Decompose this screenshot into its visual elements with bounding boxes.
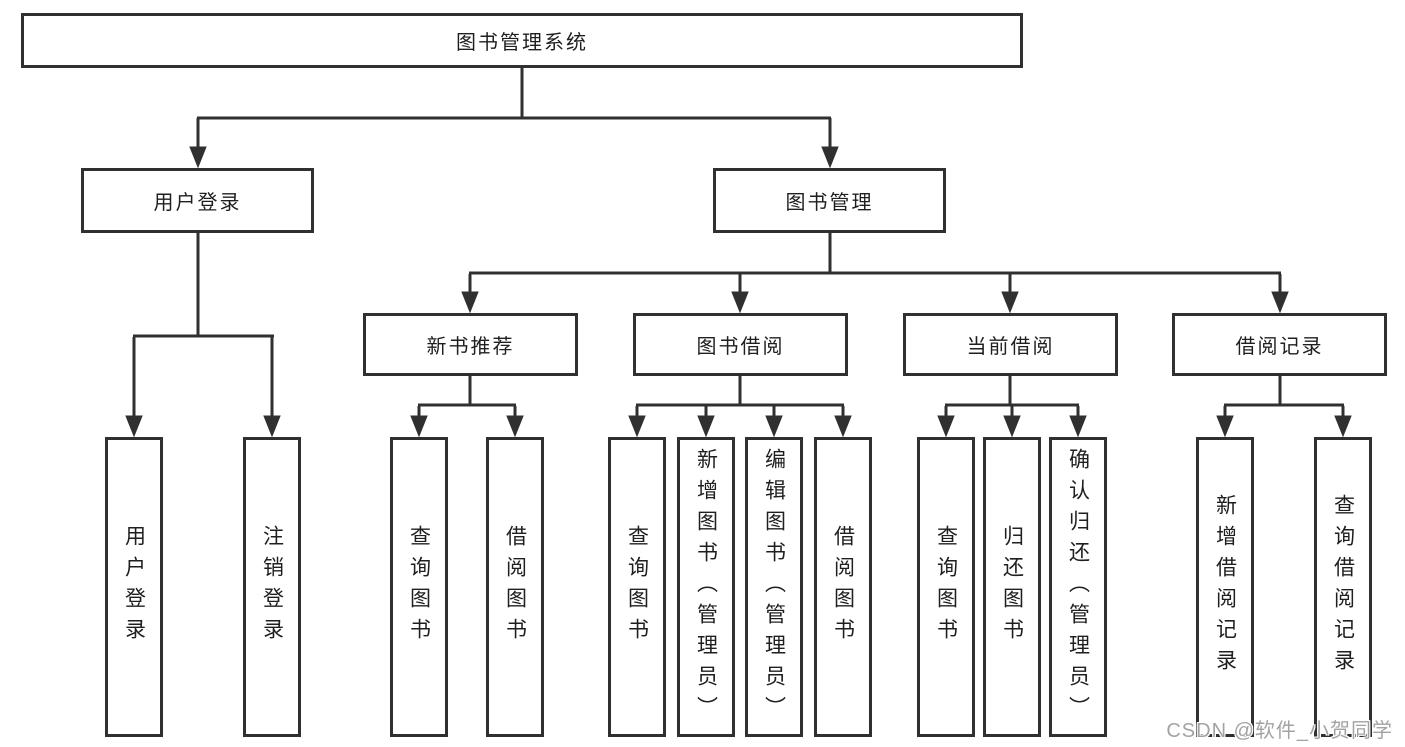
leaf-query-borrow-record: 查询借阅记录 — [1314, 437, 1372, 737]
node-new-book-recommend-label: 新书推荐 — [426, 336, 515, 358]
node-user-login-label: 用户登录 — [153, 192, 242, 214]
leaf-current-query-books: 查询图书 — [917, 437, 975, 737]
leaf-add-book-admin: 新增图书（管理员） — [677, 437, 735, 737]
leaf-return-books: 归还图书 — [983, 437, 1041, 737]
node-book-borrow-label: 图书借阅 — [696, 336, 785, 358]
leaf-newbook-borrow-books: 借阅图书 — [486, 437, 544, 737]
leaf-newbook-query-books: 查询图书 — [390, 437, 448, 737]
node-book-management-label: 图书管理 — [785, 192, 874, 214]
node-root: 图书管理系统 — [21, 13, 1023, 68]
node-borrow-record: 借阅记录 — [1172, 313, 1387, 376]
leaf-confirm-return-admin: 确认归还（管理员） — [1049, 437, 1107, 737]
leaf-add-borrow-record: 新增借阅记录 — [1196, 437, 1254, 737]
node-book-management: 图书管理 — [713, 168, 946, 233]
node-current-borrow-label: 当前借阅 — [966, 336, 1055, 358]
node-book-borrow: 图书借阅 — [633, 313, 848, 376]
leaf-logout: 注销登录 — [243, 437, 301, 737]
csdn-watermark: CSDN @软件_小贺同学 — [1166, 720, 1393, 742]
node-borrow-record-label: 借阅记录 — [1235, 336, 1324, 358]
node-new-book-recommend: 新书推荐 — [363, 313, 578, 376]
leaf-user-login: 用户登录 — [105, 437, 163, 737]
node-current-borrow: 当前借阅 — [903, 313, 1118, 376]
leaf-borrow-borrow-books: 借阅图书 — [814, 437, 872, 737]
node-root-label: 图书管理系统 — [456, 32, 588, 54]
node-user-login: 用户登录 — [81, 168, 314, 233]
leaf-edit-book-admin: 编辑图书（管理员） — [745, 437, 803, 737]
leaf-borrow-query-books: 查询图书 — [608, 437, 666, 737]
